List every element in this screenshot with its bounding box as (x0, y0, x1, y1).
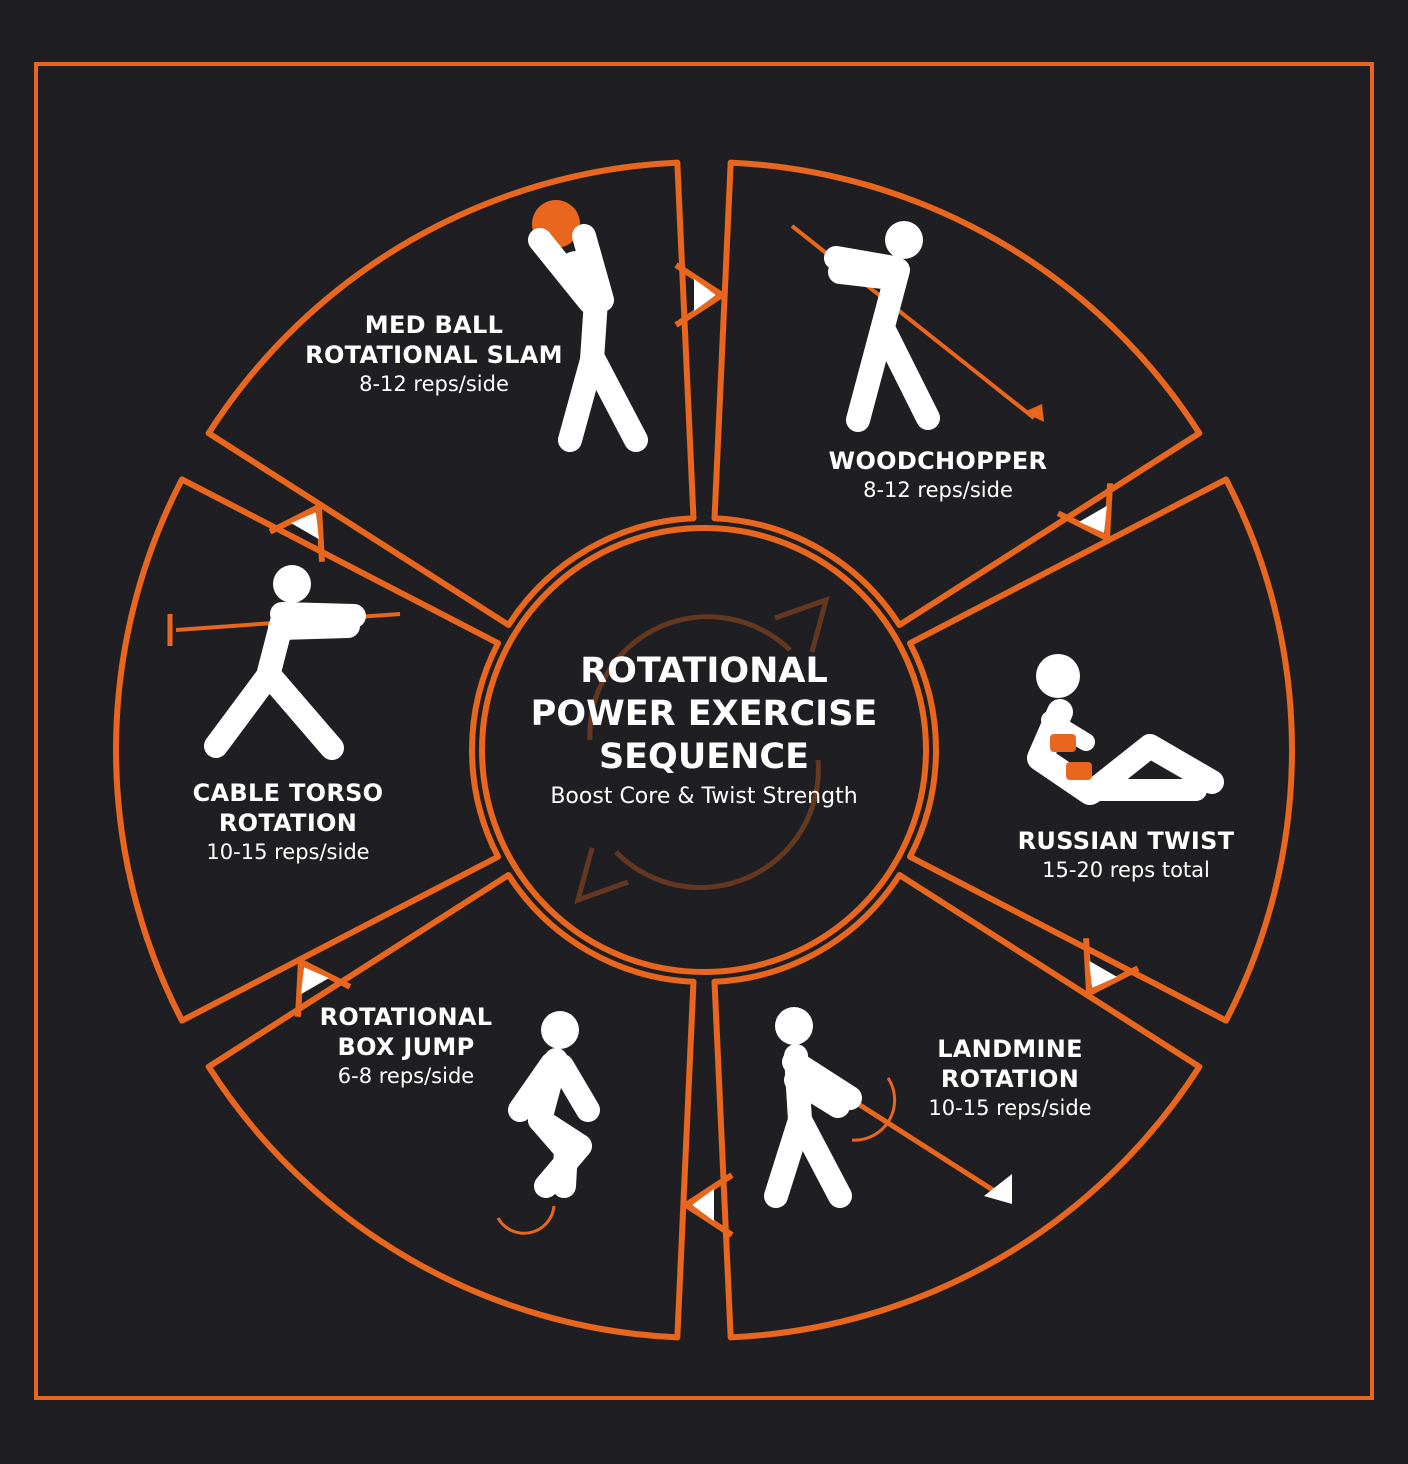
flow-arrow-icon (1083, 938, 1140, 998)
outer-frame (34, 62, 1374, 1400)
exercise-label-landmine-rotation: LANDMINE ROTATION 10-15 reps/side (928, 1034, 1091, 1122)
center-title-line-3: SEQUENCE (598, 737, 810, 777)
exercise-name-line: ROTATION (218, 809, 358, 837)
exercise-name-line: WOODCHOPPER (828, 447, 1048, 475)
flow-arrow-icon (1056, 483, 1114, 543)
exercise-name: LANDMINE ROTATION (928, 1034, 1091, 1094)
flow-arrow-icon (268, 502, 325, 562)
exercise-name-line: LANDMINE (937, 1035, 1083, 1063)
segment-landmine-rotation (711, 871, 1203, 1341)
exercise-label-cable-torso-rotation: CABLE TORSO ROTATION 10-15 reps/side (193, 778, 384, 866)
exercise-reps: 8-12 reps/side (359, 372, 509, 396)
exercise-name: ROTATIONAL BOX JUMP (320, 1002, 493, 1062)
center-title: ROTATIONAL POWER EXERCISE SEQUENCE (531, 650, 878, 779)
exercise-label-woodchopper: WOODCHOPPER 8-12 reps/side (829, 446, 1048, 504)
exercise-label-russian-twist: RUSSIAN TWIST 15-20 reps total (1018, 826, 1235, 884)
flow-arrow-icon (674, 262, 728, 328)
exercise-reps: 8-12 reps/side (863, 478, 1013, 502)
exercise-name-line: MED BALL (364, 311, 504, 339)
segment-cable-torso-rotation (113, 476, 502, 1024)
cable-torso-rotation-figure-icon (167, 565, 401, 760)
cycle-arrows-icon (574, 596, 830, 904)
center-title-line-2: POWER EXERCISE (530, 694, 878, 734)
exercise-name-line: ROTATION (940, 1065, 1080, 1093)
exercise-name-line: ROTATIONAL (319, 1003, 493, 1031)
box-jump-figure-icon (496, 1011, 600, 1235)
center-circle (479, 525, 929, 975)
exercise-reps: 10-15 reps/side (206, 840, 370, 864)
exercise-reps: 6-8 reps/side (337, 1064, 475, 1088)
exercise-name-line: BOX JUMP (337, 1033, 475, 1061)
exercise-name: RUSSIAN TWIST (1018, 826, 1235, 856)
exercise-reps: 10-15 reps/side (928, 1096, 1092, 1120)
center-title-line-1: ROTATIONAL (580, 651, 828, 691)
exercise-name-line: ROTATIONAL SLAM (305, 341, 563, 369)
exercise-reps: 15-20 reps total (1042, 858, 1210, 882)
exercise-name-line: RUSSIAN TWIST (1017, 827, 1235, 855)
segment-russian-twist (906, 476, 1296, 1024)
center-subtitle: Boost Core & Twist Strength (550, 784, 858, 809)
woodchopper-cable-figure-icon (790, 221, 1044, 432)
med-ball-slam-figure-icon (528, 200, 648, 452)
exercise-name: WOODCHOPPER (829, 446, 1048, 476)
exercise-name: MED BALL ROTATIONAL SLAM (305, 310, 563, 370)
segment-rotational-box-jump (205, 871, 697, 1341)
exercise-name: CABLE TORSO ROTATION (193, 778, 384, 838)
flow-arrow-icon (680, 1172, 734, 1238)
russian-twist-figure-icon (1027, 654, 1224, 805)
exercise-label-rotational-box-jump: ROTATIONAL BOX JUMP 6-8 reps/side (320, 1002, 493, 1090)
exercise-name-line: CABLE TORSO (192, 779, 384, 807)
landmine-rotation-figure-icon (764, 1007, 1012, 1208)
flow-arrow-icon (294, 957, 352, 1017)
exercise-label-med-ball-rotational-slam: MED BALL ROTATIONAL SLAM 8-12 reps/side (305, 310, 563, 398)
